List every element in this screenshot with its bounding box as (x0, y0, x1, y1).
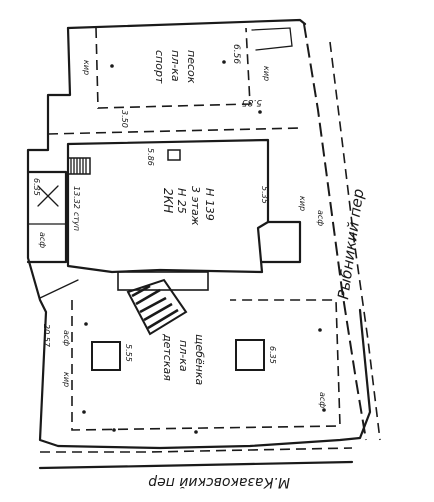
playground-line3: щебёнка (193, 334, 206, 386)
playground-outline (71, 299, 341, 431)
left-label-1: 6.35 (32, 178, 41, 196)
playground-feature-left (91, 341, 121, 371)
main-stairs (67, 157, 91, 175)
site-boundary (26, 26, 372, 450)
main-line1: 2КН (161, 188, 175, 213)
small-label-1: кир (82, 60, 91, 75)
hatched-structure (126, 278, 188, 336)
playground-line1: детская (161, 333, 174, 381)
survey-points (82, 60, 326, 434)
street-line-bottom (38, 460, 354, 470)
top-area-divider (47, 127, 301, 135)
main-mark2: кир (298, 196, 307, 211)
site-boundary-top (66, 18, 307, 30)
entrance-block (117, 271, 209, 291)
playground-line2: пл-ка (177, 340, 190, 372)
playground-dim2: 6.35 (268, 346, 277, 364)
top-area-line2: пл-ка (169, 50, 182, 82)
main-dim-top: 5.86 (146, 148, 155, 166)
top-area-line3: песок (185, 50, 198, 84)
top-area-right (251, 27, 293, 51)
top-area-outline (95, 27, 251, 109)
annex-cross-2 (37, 185, 59, 207)
small-label-2: асф (316, 210, 325, 226)
playground-feature-right (235, 339, 265, 371)
main-stairs-lines (70, 158, 87, 174)
playground-mark: асф (62, 330, 71, 346)
main-building-wing (260, 220, 302, 264)
playground-arrow (39, 279, 79, 299)
small-structure (167, 149, 181, 161)
street-label-right: Рыбникий пер (334, 188, 367, 301)
playground-dim1: 5.55 (124, 344, 133, 362)
left-annex (26, 170, 68, 264)
main-line3: 3 этаж (189, 186, 202, 226)
top-area-dim: 6.56 (231, 44, 241, 64)
main-line4: Н 139 (203, 188, 216, 221)
main-dim-right: 5.35 (260, 186, 269, 204)
main-building (66, 138, 270, 274)
main-dim-left: 13.32 (72, 186, 81, 209)
main-line2: Н 25 (175, 188, 188, 214)
left-label-2: асф (38, 232, 47, 248)
top-area-mark: кир (262, 66, 271, 81)
top-area-dim3: 3.50 (120, 110, 129, 128)
top-area-dim2: 5.85 (242, 97, 262, 107)
main-mark1: ступ (72, 212, 81, 231)
street-line-right-outer (329, 41, 381, 441)
playground-dim3: 20.57 (42, 324, 51, 348)
top-area-line1: спорт (153, 50, 166, 84)
street-line-right (303, 23, 367, 441)
street-line-bottom-dash (40, 447, 353, 453)
street-label-bottom: М.Казаковский пер (148, 474, 290, 490)
small-label-3: кир (62, 372, 71, 387)
small-label-4: асф (318, 392, 327, 408)
